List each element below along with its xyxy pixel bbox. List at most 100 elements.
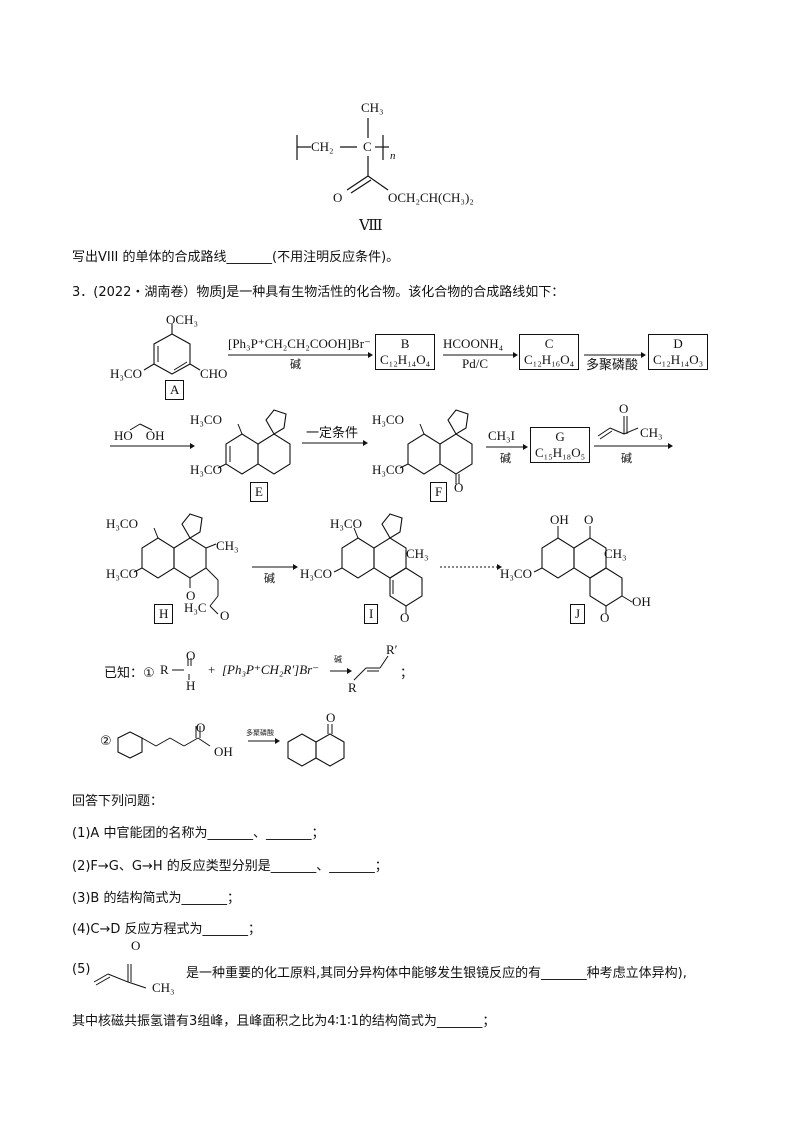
ketone-o2: O [220, 608, 230, 623]
question-3: (3)B 的结构简式为_______； [72, 891, 240, 906]
n-subscript: n [390, 150, 396, 162]
alkene-product [353, 655, 389, 681]
arrow-2 [443, 352, 518, 358]
known-semicolon: ； [400, 666, 414, 681]
compound-i-drawing [333, 513, 423, 614]
h3co-label: H₃CO [500, 566, 532, 581]
known-arrow-label: 碱 [334, 655, 342, 664]
known-reagent: [Ph₃P⁺CH₂R′]Br⁻ [222, 662, 320, 677]
diol-arrow [110, 423, 195, 449]
reagent3: 多聚磷酸 [586, 358, 639, 373]
label-e: E [250, 482, 268, 502]
hydroxyl-oh1: OH [550, 512, 569, 527]
compound-e-drawing [217, 409, 291, 475]
h3co-bottom: H₃CO [372, 462, 404, 477]
known-arrow [330, 668, 352, 674]
arrow-7 [252, 564, 298, 570]
acid-o: O [196, 720, 206, 735]
dotted-arrow [440, 564, 502, 570]
acid-oh: OH [214, 744, 233, 759]
formula-g: C₁₅H₁₈O₅ [535, 445, 586, 460]
phenylbutanoic-acid [117, 726, 211, 759]
cho-label: CHO [200, 366, 228, 381]
hydroxyl-oh2: OH [632, 594, 651, 609]
reagent2-top: HCOONH₄ [443, 336, 504, 351]
known-r: R [160, 662, 169, 677]
question-viii: 写出VIII 的单体的合成路线_______(不用注明反应条件)。 [72, 250, 400, 265]
label-j: J [570, 604, 586, 624]
ester-group-label: OCH₂CH(CH₃)₂ [388, 190, 474, 205]
arrow-3 [584, 352, 646, 358]
reagent5-bottom: 碱 [500, 452, 511, 465]
ketone-o: O [400, 610, 410, 625]
carbon-label: C [363, 139, 372, 154]
polymer-viii-drawing [296, 118, 389, 194]
reagent1-top: [Ph₃P⁺CH₂CH₂COOH]Br⁻ [228, 336, 371, 351]
methyl-label: CH₃ [604, 546, 627, 561]
problem3-intro: 3．(2022・湖南卷）物质J是一种具有生物活性的化合物。该化合物的合成路线如下… [72, 285, 565, 300]
methyl-label: CH₃ [216, 538, 239, 553]
ketone-o1: O [584, 512, 594, 527]
box-d: D C₁₂H₁₄O₃ [648, 334, 709, 370]
label-h: H [154, 604, 174, 624]
mvk-structure [93, 964, 147, 989]
label-g: G [555, 429, 565, 444]
h3co-top: H₃CO [190, 412, 222, 427]
h3co-bottom: H₃CO [300, 566, 332, 581]
och3-label: OCH₃ [166, 312, 198, 327]
ch3-top-label: CH₃ [361, 100, 384, 115]
reagent5-top: CH₃I [488, 428, 515, 443]
formula-d: C₁₂H₁₄O₃ [653, 352, 704, 367]
h3co-top: H₃CO [106, 516, 138, 531]
h3co-bottom: H₃CO [106, 566, 138, 581]
mvk-ch3: CH₃ [640, 425, 663, 440]
diol-label: HO OH [114, 428, 165, 443]
known2-arrow-label: 多聚磷酸 [246, 729, 274, 737]
reagent2-bottom: Pd/C [462, 356, 489, 371]
box-b: B C₁₂H₁₄O₄ [375, 334, 436, 370]
label-i: I [364, 604, 379, 624]
carbonyl-o-label: O [333, 190, 343, 205]
question-4: (4)C→D 反应方程式为_______； [72, 922, 262, 937]
compound-a-drawing [143, 324, 201, 375]
formula-b: C₁₂H₁₄O₄ [380, 352, 431, 367]
question-2: (2)F→G、G→H 的反应类型分别是_______、_______； [72, 859, 388, 874]
mvk-o-label: O [131, 938, 141, 953]
compound-e: H₃CO H₃CO E [190, 406, 300, 502]
arrow-1 [228, 352, 373, 358]
compound-j-drawing [533, 526, 633, 614]
known-prefix: 已知：① [104, 666, 155, 681]
box-c: C C₁₂H₁₆O₄ [519, 334, 580, 370]
known-rprime: R′ [386, 642, 398, 657]
known-o: O [186, 648, 196, 663]
compound-f: H₃CO H₃CO O F [372, 406, 484, 502]
label-f: F [430, 482, 448, 502]
compound-f-drawing [399, 409, 473, 484]
h3co-label: H₃CO [110, 366, 142, 381]
label-c: C [544, 336, 554, 351]
tetralone-o: O [326, 710, 336, 725]
box-g: G C₁₅H₁₈O₅ [530, 427, 591, 463]
known-plus: + [208, 662, 216, 677]
compound-a: OCH₃ H₃CO CHO A [108, 312, 238, 400]
arrow-6-with-mvk [594, 416, 673, 449]
ketone-o: O [186, 588, 196, 603]
h3co-top: H₃CO [330, 516, 362, 531]
reagent7: 碱 [264, 572, 275, 585]
ketone-o2: O [600, 610, 610, 625]
h3c-label: H₃C [184, 600, 207, 615]
methyl-label: CH₃ [406, 546, 429, 561]
label-b: B [400, 336, 410, 351]
known-item2: ② [100, 734, 112, 749]
question-5-text: 是一种重要的化工原料,其同分异构体中能够发生银镜反应的有_______种考虑立体… [186, 966, 687, 981]
reagent4: 一定条件 [306, 426, 359, 441]
h3co-top: H₃CO [372, 412, 404, 427]
ch2-label: CH₂ [311, 139, 334, 154]
formula-c: C₁₂H₁₆O₄ [524, 352, 575, 367]
known2-arrow [248, 738, 280, 744]
mvk-o: O [619, 401, 629, 416]
reagent1-bottom: 碱 [290, 358, 301, 371]
label-a: A [165, 380, 185, 400]
reagent6-bottom: 碱 [621, 452, 632, 465]
arrow-4 [302, 440, 368, 446]
